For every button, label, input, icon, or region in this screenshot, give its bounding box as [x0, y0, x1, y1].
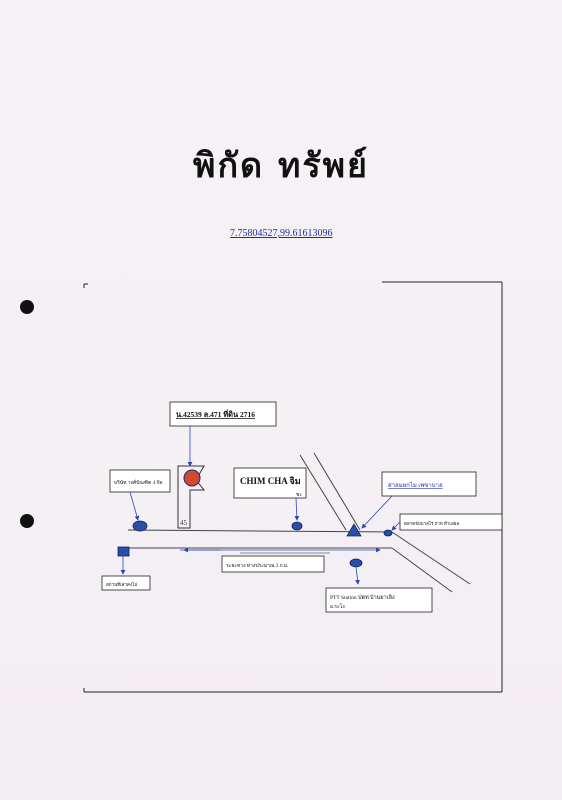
company-label: บริษัท วงศ์บัณฑิต 4 กัด [114, 479, 163, 486]
left-bottom-label: สถานทีเสาคงไม่ [106, 582, 137, 587]
left-bottom-label-box [101, 575, 151, 591]
chim-cha-marker [291, 521, 303, 531]
chim-cha-sub: ชะ [296, 492, 302, 498]
chim-cha-label: CHIM CHA จิม [240, 476, 301, 486]
hospital-label: สาลมยกไม เพขาบาล [388, 481, 443, 489]
coordinates-link[interactable]: 7.75804527,99.61613096 [230, 228, 333, 239]
ptt-label-box [325, 587, 433, 613]
ptt-marker [349, 558, 363, 568]
company-label-box [109, 469, 171, 493]
land-parcel [177, 465, 206, 529]
chim-cha-label-box [233, 467, 307, 499]
ptt-label: PTT Station ปตท.บ้านยาเลิง [330, 594, 395, 601]
right-shop-label: ตลาดจับบาลไร่ ถาห ท้าเลยล [404, 521, 459, 526]
punch-hole-top [20, 300, 34, 314]
company-marker [132, 520, 148, 532]
property-marker [183, 469, 201, 487]
page-title: พิกัด ทรัพย์ [193, 146, 369, 186]
hospital-label-box [381, 471, 477, 497]
right-shop-marker [383, 529, 393, 537]
distance-label-box [221, 555, 325, 573]
punch-hole-bottom [20, 514, 34, 528]
map-frame [83, 281, 503, 693]
left-square-marker [117, 546, 130, 557]
land-label-box [169, 401, 277, 427]
distance-label: ระยะทาง ห่างประมาณ 3 ก.ม. [226, 563, 288, 569]
ptt-sub: อ.ระโง [330, 603, 345, 610]
hospital-marker [346, 523, 362, 537]
parcel-mark: 45 [180, 519, 188, 527]
roads [127, 452, 471, 593]
land-label: น.42539 ล.471 ที่ดิน 2716 [176, 408, 255, 419]
